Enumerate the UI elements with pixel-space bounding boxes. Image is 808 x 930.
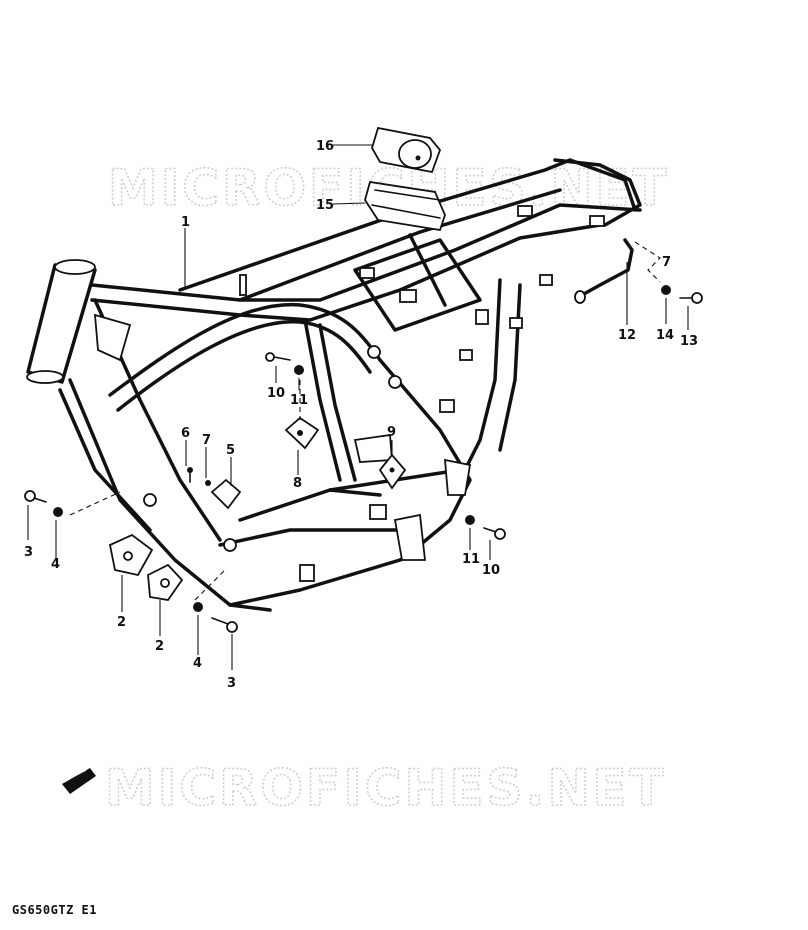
callout-10-lower: 10: [482, 563, 500, 578]
leader-lines: [27, 144, 689, 670]
callout-11-lower: 11: [462, 552, 480, 567]
bolt-3-nut-4-lower: [193, 602, 238, 633]
bolt-10-nut-11-lower: [465, 515, 506, 540]
frame-body: [26, 158, 642, 612]
callout-5: 5: [226, 443, 235, 458]
part-2-engine-plate-b: [147, 563, 184, 601]
callout-11-upper: 11: [290, 393, 308, 408]
callouts: 16 15 1 7 12 14 13 10 11 6 7 5 9 8 3 4 1…: [24, 139, 698, 691]
part-16-tool-tray: [371, 126, 442, 174]
callout-1: 1: [181, 215, 190, 230]
steering-head: [26, 263, 97, 384]
part-9-bracket: [378, 453, 407, 490]
bolt-13-nut-14-right: [661, 285, 703, 304]
callout-13: 13: [680, 334, 698, 349]
callout-3-left: 3: [24, 545, 33, 560]
callout-14: 14: [656, 328, 674, 343]
callout-9: 9: [387, 425, 396, 440]
part-12-bracket: [574, 238, 634, 304]
callout-12: 12: [618, 328, 636, 343]
callout-10-upper: 10: [267, 386, 285, 401]
watermark-bottom: MICROFICHES.NET: [105, 759, 667, 817]
callout-2-a: 2: [117, 615, 126, 630]
callout-2-b: 2: [155, 639, 164, 654]
callout-4-lower: 4: [193, 656, 202, 671]
part-2-engine-plate-a: [108, 533, 154, 577]
callout-6: 6: [181, 426, 190, 441]
bolt-3-nut-4-left: [24, 490, 63, 517]
part-15-battery-holder: [364, 180, 446, 232]
front-arrow-icon: [62, 768, 96, 794]
callout-7-right: 7: [662, 255, 671, 270]
callout-4-left: 4: [51, 557, 60, 572]
bolt-10-nut-11-upper: [265, 352, 304, 375]
callout-8: 8: [293, 476, 302, 491]
part-5-6-7-fasteners: [187, 467, 242, 510]
callout-3-lower: 3: [227, 676, 236, 691]
part-8-bracket: [284, 416, 320, 450]
callout-15: 15: [316, 198, 334, 213]
callout-7-left: 7: [202, 433, 211, 448]
callout-16: 16: [316, 139, 334, 154]
model-code-label: GS650GTZ E1: [12, 903, 97, 917]
